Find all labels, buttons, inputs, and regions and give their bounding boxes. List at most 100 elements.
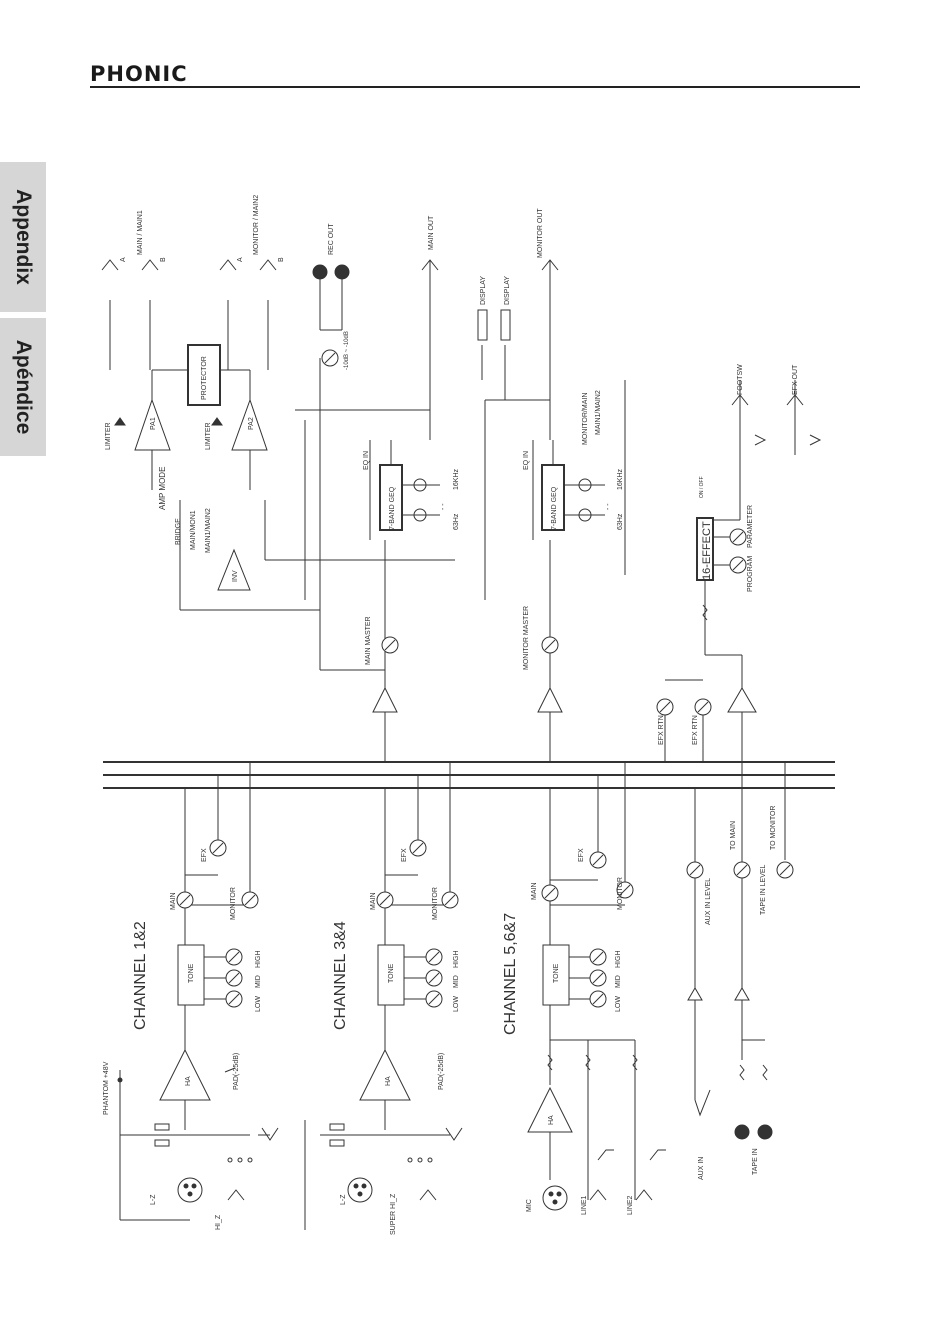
- tape-in-level-label: TAPE IN LEVEL: [760, 864, 767, 915]
- 16-effect-label: 16-EFFECT: [701, 521, 713, 580]
- main-jack-b-label: B: [160, 257, 167, 262]
- ch12-efx-knob: [209, 839, 227, 857]
- ch12-high-knob: [225, 948, 243, 966]
- ch567-line1-label: LINE1: [581, 1195, 588, 1215]
- geq-monitor-high-freq: 16KHz: [617, 468, 624, 490]
- tape-in-left-jack: [734, 1124, 750, 1140]
- main1-main2-switch-label: MAIN1/MAIN2: [595, 390, 602, 435]
- ch12-low-knob: [225, 990, 243, 1008]
- ch12-monitor-knob: [241, 891, 259, 909]
- amp-mode-main-mon1: MAIN/MON1: [190, 510, 197, 550]
- ch12-hiz-label: HI_Z: [215, 1214, 222, 1230]
- ch34-mid-label: MID: [453, 975, 460, 988]
- geq-main-low-freq: 63Hz: [453, 513, 460, 530]
- pa1-label: PA1: [150, 417, 157, 430]
- ch567-mid-label: MID: [615, 975, 622, 988]
- ch567-main-knob: [541, 884, 559, 902]
- channel-3-4: [304, 762, 463, 1230]
- ch34-lz-label: L-Z: [340, 1194, 347, 1205]
- protector-box: [187, 344, 221, 406]
- footsw-label: FOOTSW: [737, 364, 744, 395]
- program-knob: [729, 556, 747, 574]
- ch567-mic-jack: [542, 1185, 568, 1211]
- ch34-main-knob: [376, 891, 394, 909]
- efx-out-label: EFX OUT: [792, 364, 799, 395]
- monitor-main2-label: MONITOR / MAIN2: [253, 195, 260, 255]
- inv-amp: [217, 548, 251, 591]
- ch34-monitor-knob: [441, 891, 459, 909]
- aux-in-level-knob: [686, 861, 704, 879]
- eq-in-main-label: EQ IN: [363, 451, 370, 470]
- ch12-high-label: HIGH: [255, 951, 262, 969]
- geq-main-label: 7-BAND GEQ: [389, 486, 396, 530]
- ch567-main-label: MAIN: [531, 883, 538, 901]
- tab-appendix[interactable]: Appendix: [0, 162, 46, 312]
- to-main-label: TO MAIN: [730, 821, 737, 850]
- program-label: PROGRAM: [747, 556, 754, 592]
- monitor-master-label: MONITOR MASTER: [523, 606, 530, 670]
- master-section: [372, 540, 757, 788]
- tape-in-label: TAPE IN: [752, 1148, 759, 1175]
- mix-buses: [103, 761, 835, 789]
- aux-in-label: AUX IN: [698, 1157, 705, 1180]
- ch12-tone-box: [177, 944, 205, 1006]
- ch12-ha-amp: [159, 1048, 211, 1101]
- ch567-high-label: HIGH: [615, 951, 622, 969]
- amp-mode-bridge: BRIDGE: [175, 518, 182, 545]
- ch34-pad-label: PAD(-25dB): [438, 1053, 445, 1090]
- to-monitor-label: TO MONITOR: [770, 806, 777, 850]
- ch12-lz-label: L-Z: [150, 1194, 157, 1205]
- on-off-label: ON / OFF: [699, 476, 705, 498]
- display-meter-1: [477, 309, 488, 341]
- ch34-xlr-jack: [347, 1177, 373, 1203]
- amp-mode-label: AMP MODE: [158, 467, 167, 510]
- monitor-jack-a-label: A: [237, 257, 244, 262]
- channel-1-2: [117, 762, 279, 1221]
- phantom-label: PHANTOM +48V: [103, 1061, 110, 1115]
- ch34-tone-box: [377, 944, 405, 1006]
- display-meter-2: [500, 309, 511, 341]
- ch12-pad-label: PAD(-25dB): [233, 1053, 240, 1090]
- efx-rtn-1-label: EFX RTN: [658, 715, 665, 745]
- geq-section: [369, 440, 605, 540]
- limiter-1-label: LIMITER: [105, 422, 112, 450]
- brand-logo: PHONIC: [90, 62, 188, 86]
- display-1-label: DISPLAY: [480, 276, 487, 305]
- ch12-low-label: LOW: [255, 996, 262, 1012]
- ch567-tone-box: [542, 944, 570, 1006]
- monitor-out-label: MONITOR OUT: [537, 208, 544, 258]
- geq-monitor-dots: - -: [605, 503, 612, 510]
- rec-range-label: -10dB ~ -10dB: [344, 331, 350, 370]
- ch34-superhiz-label: SUPER HI_Z: [390, 1193, 397, 1235]
- ch12-main-label: MAIN: [170, 893, 177, 911]
- ch12-ha-label: HA: [185, 1076, 192, 1086]
- tab-apendice[interactable]: Apéndice: [0, 318, 46, 456]
- eq-in-monitor-label: EQ IN: [523, 451, 530, 470]
- main-out-label: MAIN OUT: [428, 215, 435, 250]
- geq-monitor-label: 7-BAND GEQ: [551, 486, 558, 530]
- geq-monitor-low-freq: 63Hz: [617, 513, 624, 530]
- efx-rtn-1-knob: [656, 698, 674, 716]
- ch34-main-label: MAIN: [370, 893, 377, 911]
- ch34-efx-knob: [409, 839, 427, 857]
- channel-5-6-7: [527, 762, 666, 1211]
- limiter-2-label: LIMITER: [205, 422, 212, 450]
- ch12-tone-label: TONE: [188, 963, 195, 983]
- display-2-label: DISPLAY: [504, 276, 511, 305]
- geq-main-dots: - -: [440, 503, 447, 510]
- ch12-monitor-label: MONITOR: [230, 887, 237, 920]
- ch567-low-label: LOW: [615, 996, 622, 1012]
- ch34-efx-label: EFX: [401, 848, 408, 862]
- ch12-efx-label: EFX: [201, 848, 208, 862]
- ch567-line2-label: LINE2: [627, 1195, 634, 1215]
- ch567-efx-knob: [589, 851, 607, 869]
- main-master-knob: [381, 636, 399, 654]
- parameter-knob: [729, 528, 747, 546]
- monitor-main-switch-label: MONITOR/MAIN: [582, 393, 589, 445]
- main-jack-a-label: A: [120, 257, 127, 262]
- ch12-xlr-jack: [177, 1177, 203, 1203]
- aux-tape-section: [686, 762, 794, 1140]
- ch34-ha-label: HA: [385, 1076, 392, 1086]
- protector-label: PROTECTOR: [201, 356, 208, 400]
- rec-out-knob: [321, 349, 339, 367]
